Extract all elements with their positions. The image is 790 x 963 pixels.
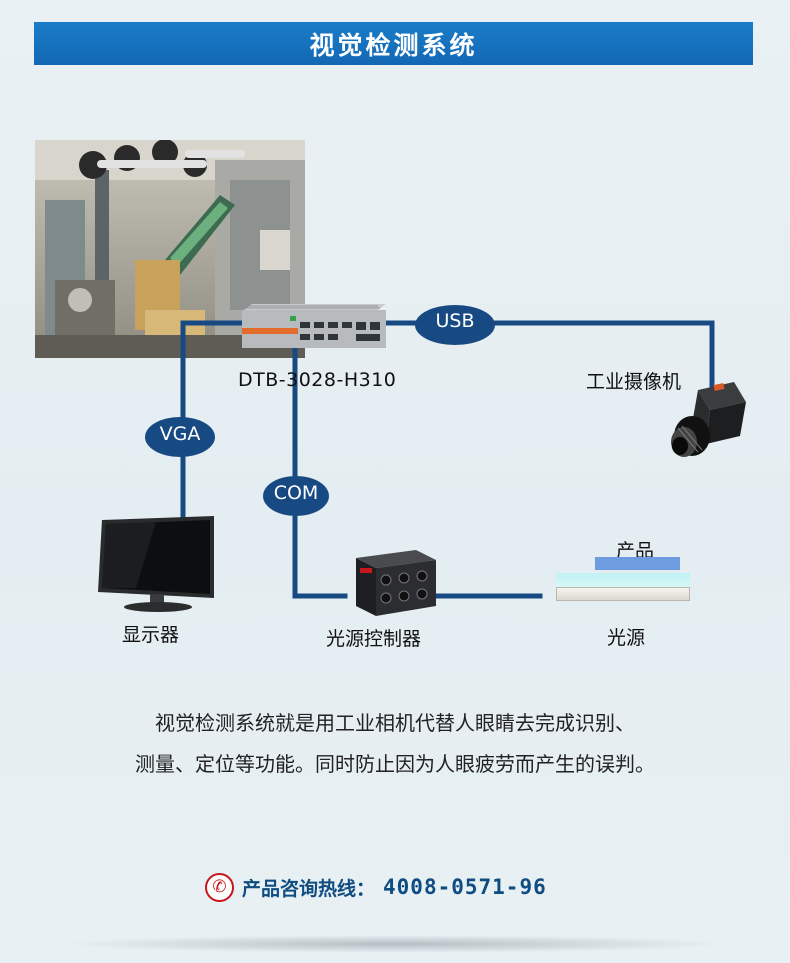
usb-label: USB bbox=[435, 310, 475, 332]
factory-photo bbox=[35, 140, 305, 358]
light-source-label: 光源 bbox=[607, 627, 646, 649]
com-line bbox=[292, 342, 348, 599]
page-title: 视觉检测系统 bbox=[309, 30, 478, 60]
hotline-label: 产品咨询热线： bbox=[242, 877, 376, 900]
light-controller-icon bbox=[356, 550, 436, 616]
monitor-label: 显示器 bbox=[122, 624, 180, 646]
hotline-number[interactable]: 4008-0571-96 bbox=[383, 875, 547, 899]
vga-oval bbox=[145, 417, 215, 457]
monitor-icon bbox=[98, 516, 214, 612]
camera-icon bbox=[671, 382, 746, 457]
industrial-pc bbox=[242, 304, 386, 348]
light-controller-label: 光源控制器 bbox=[326, 628, 422, 650]
camera-label: 工业摄像机 bbox=[586, 371, 682, 393]
device-model-label: DTB-3028-H310 bbox=[238, 369, 397, 391]
com-oval bbox=[263, 476, 329, 516]
factory-photo-illustration bbox=[35, 140, 305, 358]
page-title-banner: 视觉检测系统 bbox=[34, 22, 753, 65]
light-beam bbox=[556, 573, 690, 587]
description: 视觉检测系统就是用工业相机代替人眼睛去完成识别、 测量、定位等功能。同时防止因为… bbox=[60, 703, 730, 785]
description-line-2: 测量、定位等功能。同时防止因为人眼疲劳而产生的误判。 bbox=[135, 752, 655, 776]
phone-icon: ✆ bbox=[205, 872, 234, 902]
vga-label: VGA bbox=[159, 423, 201, 445]
product-block bbox=[595, 557, 680, 570]
com-label: COM bbox=[273, 482, 319, 504]
bottom-shadow bbox=[60, 935, 730, 953]
usb-oval bbox=[415, 305, 495, 345]
product-label: 产品 bbox=[616, 540, 655, 562]
description-line-1: 视觉检测系统就是用工业相机代替人眼睛去完成识别、 bbox=[155, 711, 635, 735]
hotline: ✆ 产品咨询热线： 4008-0571-96 bbox=[205, 870, 547, 904]
light-source-bar bbox=[556, 587, 690, 601]
